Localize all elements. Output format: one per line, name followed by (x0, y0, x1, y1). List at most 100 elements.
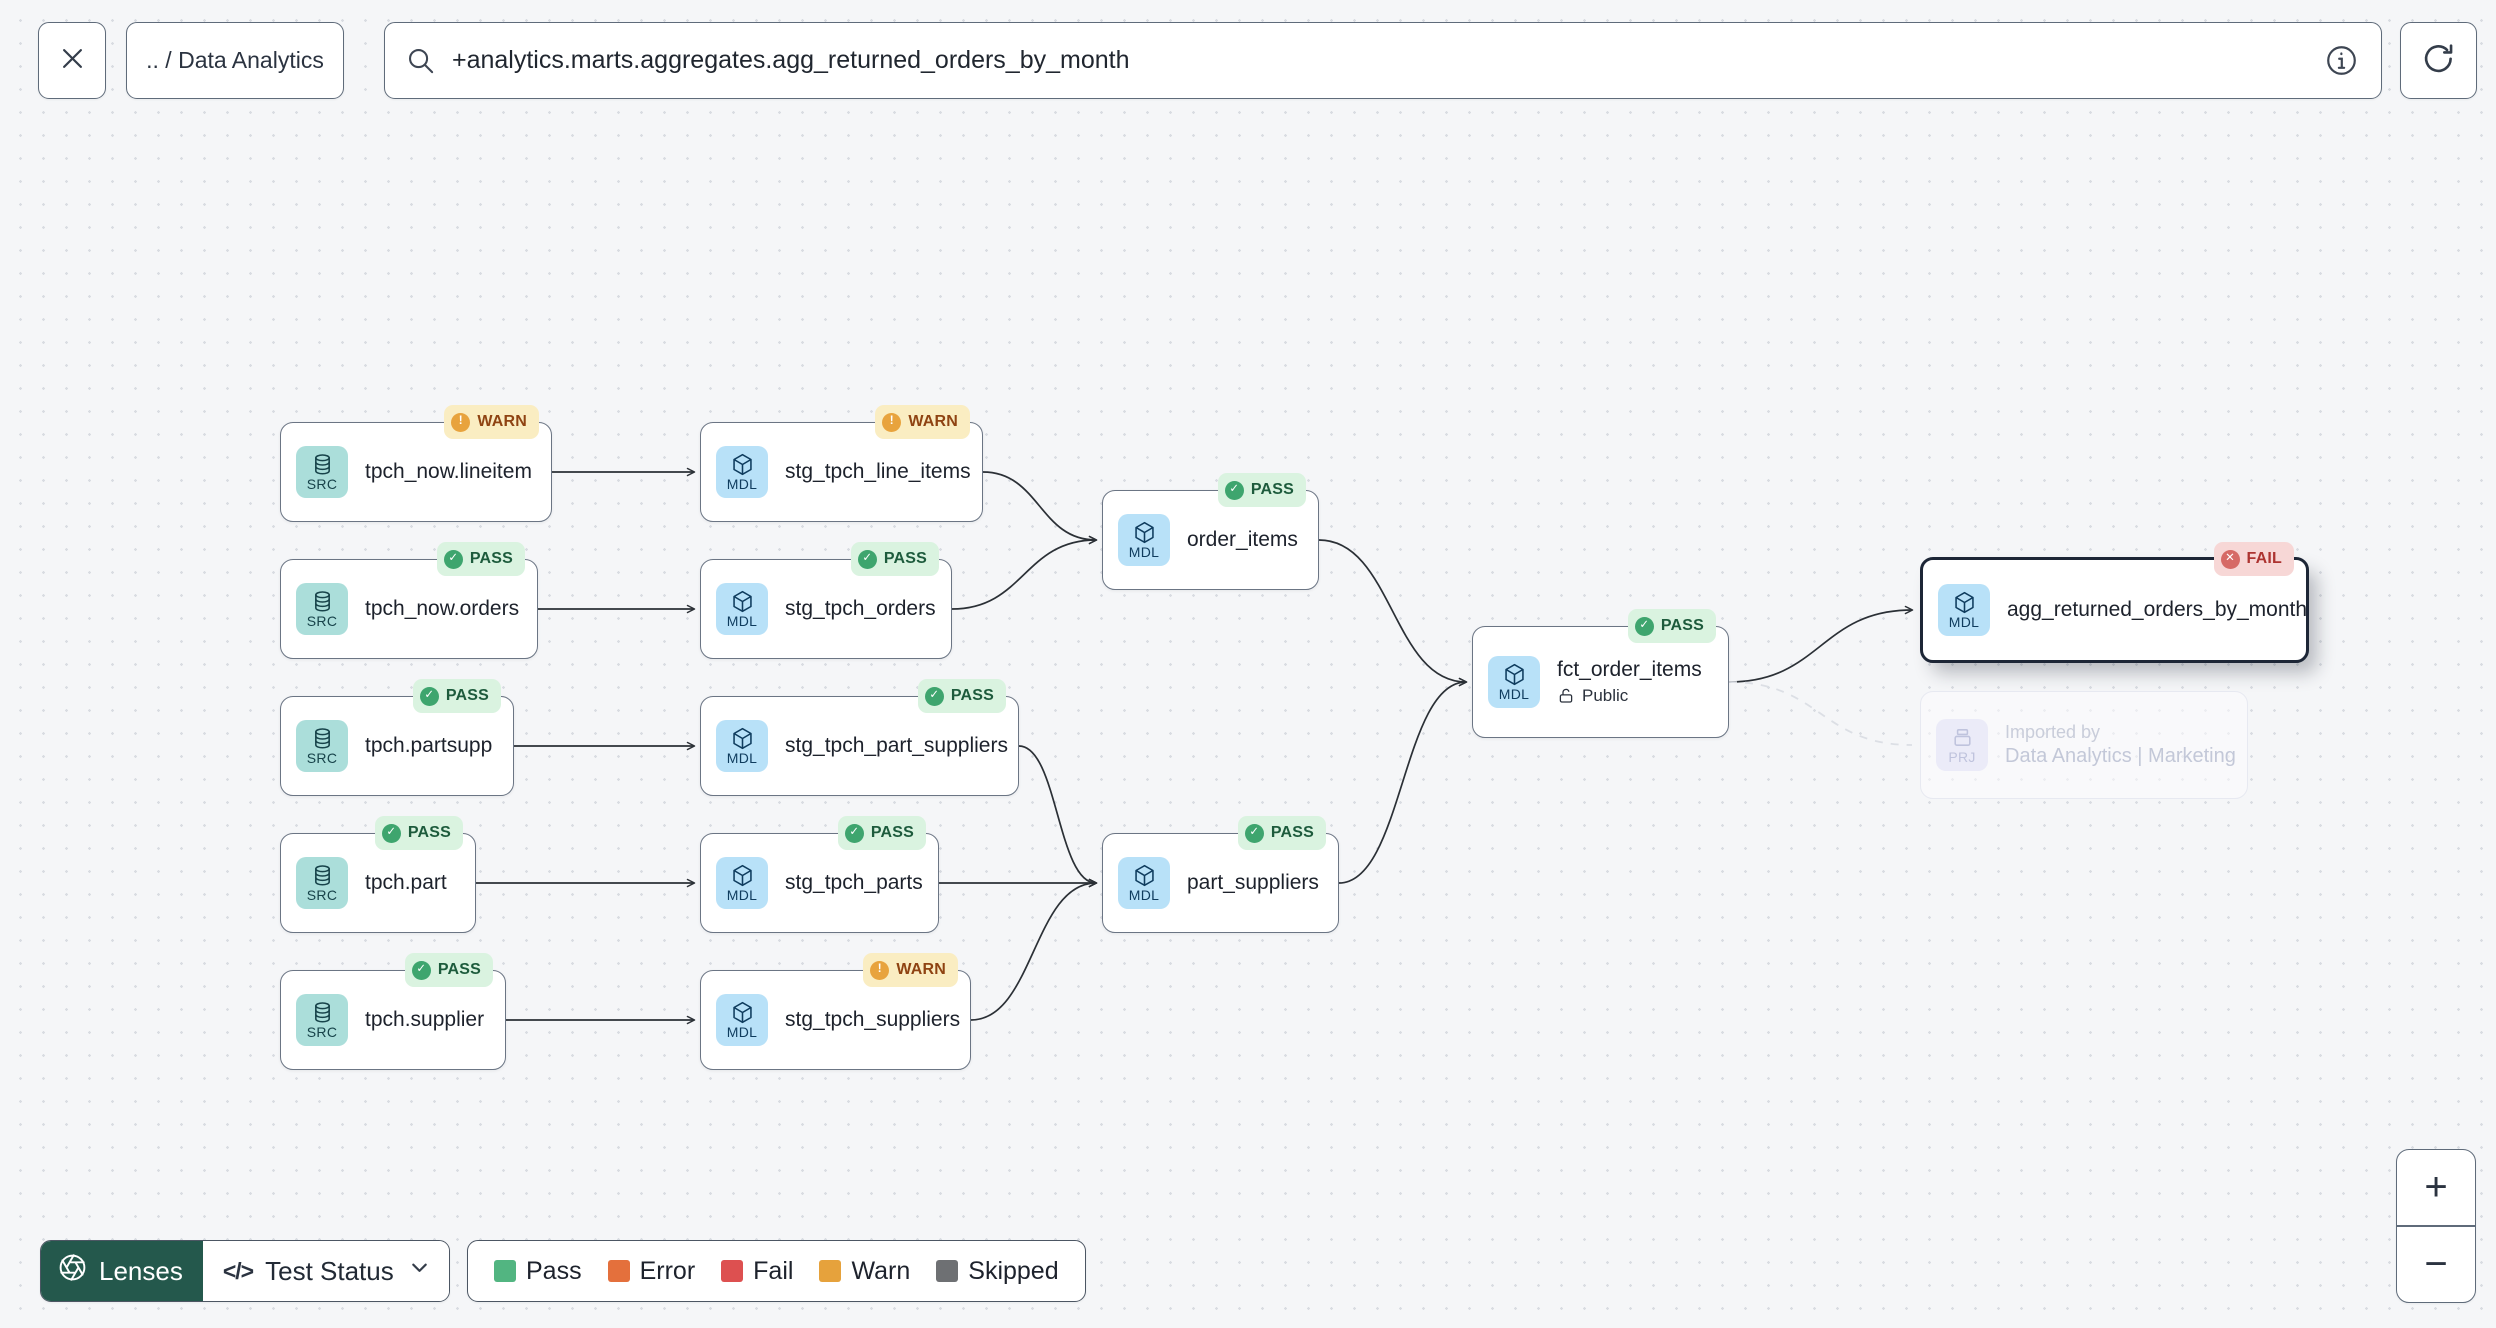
pass-status-icon: ✓ (381, 823, 401, 843)
graph-node-stg_tpch_part_suppliers[interactable]: ✓ PASS MDL stg_tpch_part_suppliers (700, 679, 1019, 796)
node-text: stg_tpch_part_suppliers (785, 734, 1008, 758)
cube-icon: MDL (1938, 584, 1990, 636)
status-label: PASS (883, 550, 927, 567)
status-label: PASS (407, 824, 451, 841)
cube-icon: MDL (716, 857, 768, 909)
lenses-button[interactable]: Lenses (41, 1241, 203, 1301)
database-icon: SRC (296, 720, 348, 772)
graph-node-tpch_now_orders[interactable]: ✓PASS SRC tpch_now.orders (280, 542, 538, 659)
node-kind-label: SRC (306, 887, 338, 903)
pass-status-icon: ✓ (419, 686, 439, 706)
node-text: agg_returned_orders_by_month (2007, 598, 2307, 622)
cube-icon: MDL (716, 720, 768, 772)
status-badge: ✓PASS (1237, 816, 1326, 850)
pass-status-icon: ✓ (1224, 480, 1244, 500)
lenses-label: Lenses (99, 1255, 183, 1286)
close-button[interactable] (38, 22, 106, 99)
breadcrumb[interactable]: .. / Data Analytics (126, 22, 344, 99)
node-kind-label: MDL (1128, 887, 1160, 903)
node-subtitle: Imported by (2005, 722, 2101, 742)
lineage-edge (1318, 539, 1468, 687)
legend-item: Warn (819, 1257, 910, 1286)
zoom-out-button[interactable]: − (2397, 1227, 2475, 1302)
node-kind-label: MDL (1948, 614, 1980, 630)
status-badge: ✓PASS (1627, 609, 1716, 643)
cube-icon: MDL (1118, 514, 1170, 566)
node-label: stg_tpch_part_suppliers (785, 734, 1008, 757)
aperture-icon (57, 1252, 88, 1290)
node-text: tpch.partsupp (365, 734, 492, 758)
pass-status-icon: ✓ (411, 960, 431, 980)
graph-node-part_suppliers[interactable]: ✓PASS MDL part_suppliers (1102, 816, 1339, 933)
node-text: stg_tpch_line_items (785, 460, 971, 484)
zoom-in-button[interactable]: + (2397, 1150, 2475, 1225)
legend: Pass Error Fail Warn Skipped (467, 1240, 1086, 1302)
lineage-edge (1338, 677, 1468, 884)
database-icon: SRC (296, 583, 348, 635)
node-text: tpch_now.orders (365, 597, 519, 621)
zoom-controls: + − (2396, 1149, 2476, 1303)
lineage-edge (982, 471, 1098, 545)
search-input[interactable] (452, 46, 2312, 75)
status-label: PASS (950, 687, 994, 704)
graph-node-stg_tpch_orders[interactable]: ✓PASS MDL stg_tpch_orders (700, 542, 952, 659)
legend-item: Fail (721, 1257, 793, 1286)
graph-node-tpch_part[interactable]: ✓ PASS SRC tpch.part (280, 816, 476, 933)
legend-label: Pass (526, 1256, 582, 1285)
status-label: PASS (870, 824, 914, 841)
search-bar (384, 22, 2382, 99)
legend-swatch (936, 1260, 959, 1282)
database-icon: SRC (296, 994, 348, 1046)
graph-node-tpch_partsupp[interactable]: ✓ PASS SRC tpch.partsupp (280, 679, 514, 796)
info-icon[interactable] (2324, 43, 2359, 78)
lens-selector-dropdown[interactable]: </> Test Status (202, 1241, 449, 1301)
fail-status-icon: ✕ (2220, 549, 2240, 569)
node-label: fct_order_items (1557, 658, 1702, 681)
node-kind-label: SRC (306, 613, 338, 629)
node-text: tpch.part (365, 871, 447, 895)
refresh-icon (2421, 41, 2456, 81)
database-icon: SRC (296, 446, 348, 498)
node-kind-label: MDL (726, 613, 758, 629)
node-text: stg_tpch_parts (785, 871, 923, 895)
refresh-button[interactable] (2400, 22, 2477, 99)
node-text: order_items (1187, 528, 1298, 552)
pass-status-icon: ✓ (924, 686, 944, 706)
legend-label: Skipped (968, 1256, 1059, 1285)
search-icon (405, 45, 436, 76)
status-label: PASS (437, 961, 481, 978)
node-label: stg_tpch_line_items (785, 460, 971, 483)
node-label: stg_tpch_orders (785, 597, 936, 620)
node-kind-label: MDL (1128, 544, 1160, 560)
node-label: tpch_now.lineitem (365, 460, 532, 483)
status-label: PASS (445, 687, 489, 704)
close-icon (57, 43, 88, 79)
status-badge: ✓ PASS (404, 953, 493, 987)
node-text: stg_tpch_suppliers (785, 1008, 960, 1032)
legend-item: Error (607, 1257, 695, 1286)
status-badge: ✓ PASS (917, 679, 1006, 713)
lens-group: Lenses </> Test Status (40, 1240, 450, 1302)
lineage-edge (1728, 681, 1913, 746)
status-badge: ✓PASS (436, 542, 525, 576)
status-badge: ✓ PASS (374, 816, 463, 850)
legend-label: Warn (851, 1256, 911, 1285)
node-label: part_suppliers (1187, 871, 1319, 894)
pass-status-icon: ✓ (1634, 616, 1654, 636)
status-badge: ✓PASS (850, 542, 939, 576)
status-badge: !WARN (875, 405, 970, 439)
node-kind-label: MDL (726, 1024, 758, 1040)
database-icon: SRC (296, 857, 348, 909)
